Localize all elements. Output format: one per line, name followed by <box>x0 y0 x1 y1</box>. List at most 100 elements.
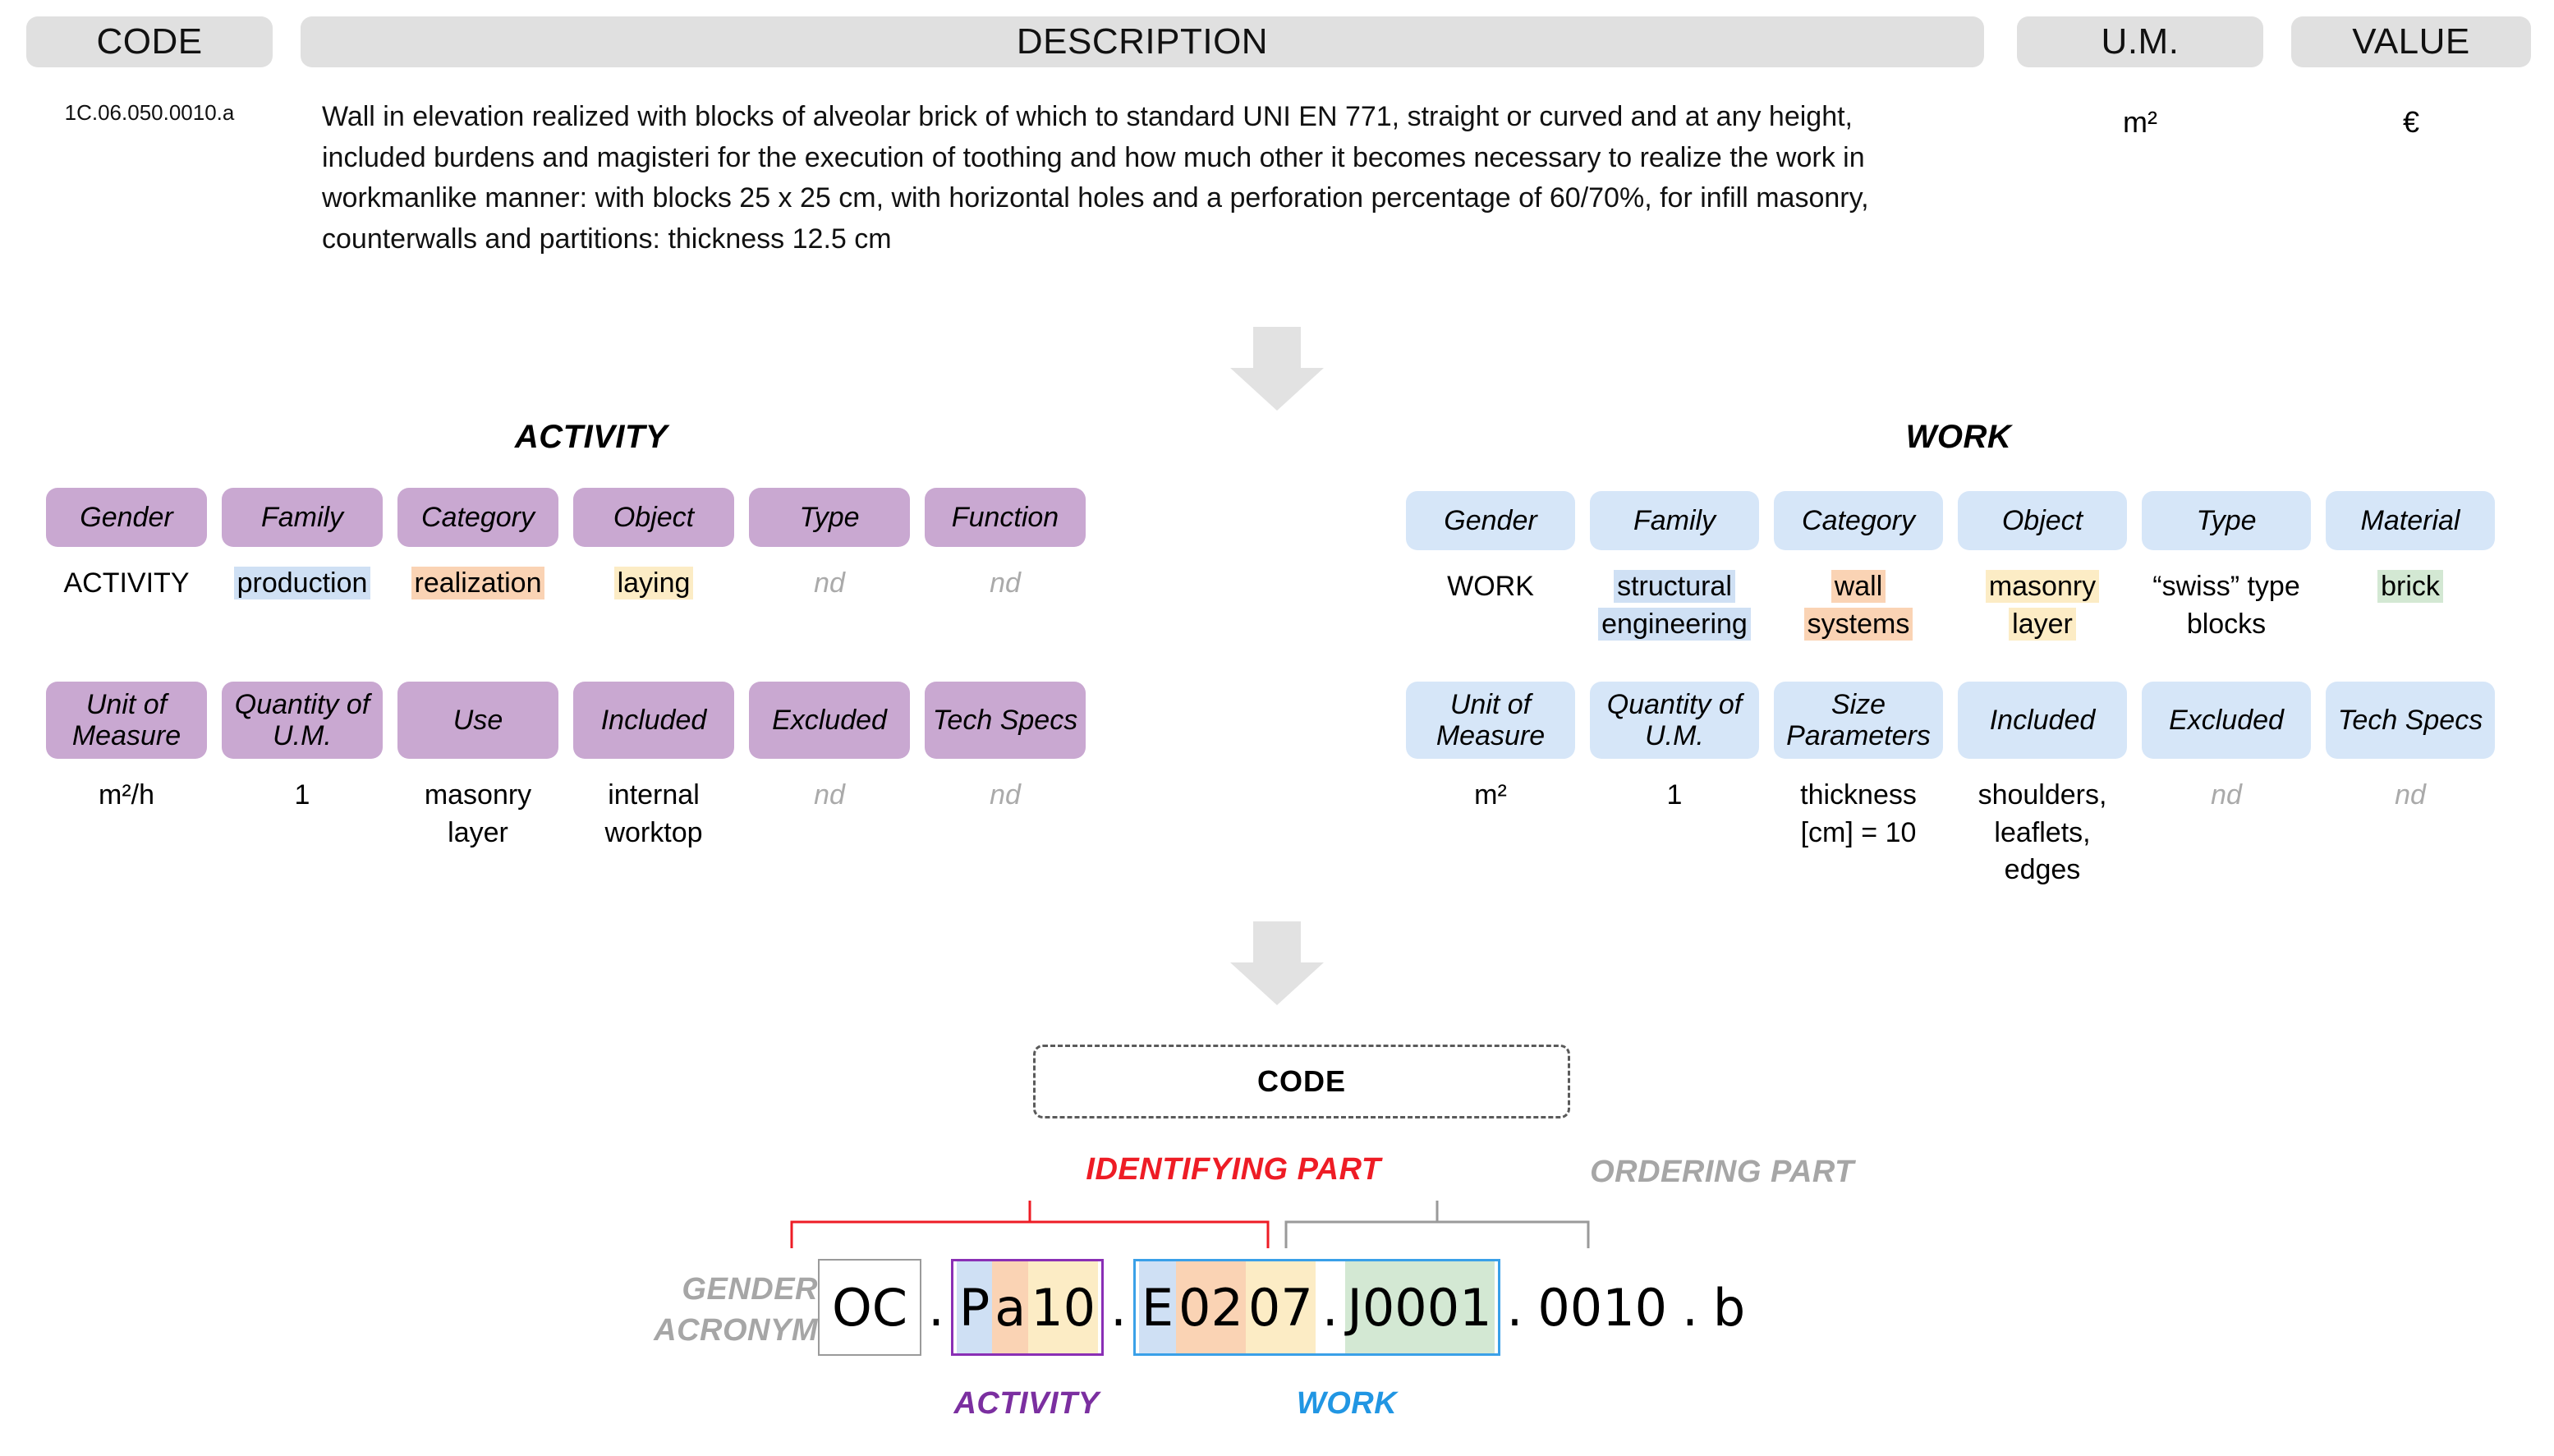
code-separator-ordering-1: . <box>1682 1277 1698 1338</box>
attribute-label: Gender <box>1406 491 1575 550</box>
attribute-value: 1 <box>1666 779 1683 811</box>
column-header-value: VALUE <box>2291 16 2531 67</box>
code-ordering-token-0: 0010 <box>1537 1277 1668 1338</box>
attribute-column-included: Included shoulders, leaflets, edges <box>1958 682 2127 889</box>
attribute-value: nd <box>990 567 1021 599</box>
attribute-value: internal worktop <box>604 779 703 848</box>
attribute-label: Use <box>397 682 558 759</box>
code-work-token-1: 02 <box>1176 1261 1246 1353</box>
attribute-label: Excluded <box>749 682 910 759</box>
attribute-label: Tech Specs <box>925 682 1086 759</box>
work-group-title: WORK <box>1905 419 2012 455</box>
attribute-column-unit-of-measure: Unit of Measure m² <box>1406 682 1575 889</box>
attribute-label: Object <box>1958 491 2127 550</box>
attribute-label: Object <box>573 488 734 547</box>
attribute-column-category: Category realization <box>397 488 558 603</box>
attribute-label: Function <box>925 488 1086 547</box>
work-attribute-row-2: Unit of Measure m² Quantity of U.M. 1 Size P… <box>1406 682 2539 889</box>
attribute-value: nd <box>814 567 845 599</box>
attribute-value: thickness [cm] = 10 <box>1800 779 1917 848</box>
attribute-value: 1 <box>294 779 310 811</box>
attribute-value: ACTIVITY <box>63 567 190 599</box>
attribute-value: m² <box>1474 779 1507 811</box>
code-work-token-2: 07 <box>1245 1261 1316 1353</box>
code-segment-gender: OC <box>818 1259 922 1356</box>
attribute-column-type: Type nd <box>749 488 910 603</box>
attribute-value: realization <box>397 565 558 603</box>
attribute-label: Family <box>222 488 383 547</box>
attribute-label: Unit of Measure <box>1406 682 1575 759</box>
price-list-table: CODE DESCRIPTION U.M. VALUE 1C.06.050.00… <box>0 0 2554 304</box>
cell-value: € <box>2402 105 2420 139</box>
attribute-column-material: Material brick <box>2326 491 2495 643</box>
code-work-caption: WORK <box>1296 1386 1398 1421</box>
cell-description: Wall in elevation realized with blocks o… <box>322 101 1869 255</box>
attribute-column-included: Included internal worktop <box>573 682 734 852</box>
code-token-gender: OC <box>832 1277 908 1338</box>
attribute-label: Type <box>2142 491 2311 550</box>
attribute-label: Excluded <box>2142 682 2311 759</box>
code-activity-caption: ACTIVITY <box>953 1386 1100 1421</box>
attribute-value: brick <box>2326 568 2495 606</box>
gender-acronym-line-2: ACRONYM <box>654 1313 818 1348</box>
down-arrow-icon <box>1230 921 1324 1007</box>
code-separator-1: . <box>928 1277 944 1338</box>
attribute-label: Gender <box>46 488 207 547</box>
part-braces <box>790 1201 1590 1248</box>
code-separator-2: . <box>1110 1277 1127 1338</box>
attribute-label: Quantity of U.M. <box>222 682 383 759</box>
code-ordering-token-1: b <box>1712 1277 1746 1338</box>
attribute-value: shoulders, leaflets, edges <box>1978 779 2107 886</box>
attribute-label: Category <box>397 488 558 547</box>
attribute-label: Material <box>2326 491 2495 550</box>
attribute-column-quantity-of-u-m: Quantity of U.M. 1 <box>222 682 383 852</box>
gender-acronym-label: GENDER ACRONYM <box>596 1269 818 1351</box>
attribute-column-unit-of-measure: Unit of Measure m²/h <box>46 682 207 852</box>
code-activity-token-2: 10 <box>1028 1261 1099 1353</box>
attribute-label: Included <box>1958 682 2127 759</box>
gender-acronym-line-1: GENDER <box>682 1272 818 1307</box>
attribute-value: production <box>222 565 383 603</box>
ordering-part-label: ORDERING PART <box>1590 1155 1854 1189</box>
attribute-label: Quantity of U.M. <box>1590 682 1759 759</box>
attribute-label: Category <box>1774 491 1943 550</box>
attribute-value: laying <box>573 565 734 603</box>
attribute-label: Size Parameters <box>1774 682 1943 759</box>
attribute-value: nd <box>814 779 845 811</box>
code-work-token-3: J0001 <box>1344 1261 1495 1353</box>
down-arrow-icon <box>1230 327 1324 412</box>
attribute-value: nd <box>990 779 1021 811</box>
attribute-column-type: Type “swiss” type blocks <box>2142 491 2311 643</box>
activity-group-title: ACTIVITY <box>514 419 668 455</box>
code-activity-token-0: P <box>956 1261 993 1353</box>
attribute-label: Type <box>749 488 910 547</box>
code-work-token-0: E <box>1138 1261 1177 1353</box>
attribute-column-family: Family production <box>222 488 383 603</box>
attribute-column-quantity-of-u-m: Quantity of U.M. 1 <box>1590 682 1759 889</box>
attribute-value: m²/h <box>99 779 154 811</box>
attribute-column-tech-specs: Tech Specs nd <box>925 682 1086 852</box>
cell-code: 1C.06.050.0010.a <box>64 100 235 125</box>
attribute-column-function: Function nd <box>925 488 1086 603</box>
attribute-label: Unit of Measure <box>46 682 207 759</box>
attribute-label: Included <box>573 682 734 759</box>
code-separator-ordering-0: . <box>1506 1277 1523 1338</box>
attribute-value: “swiss” type blocks <box>2152 571 2300 640</box>
cell-um: m² <box>2123 105 2157 139</box>
code-separator-inner: . <box>1321 1277 1339 1338</box>
